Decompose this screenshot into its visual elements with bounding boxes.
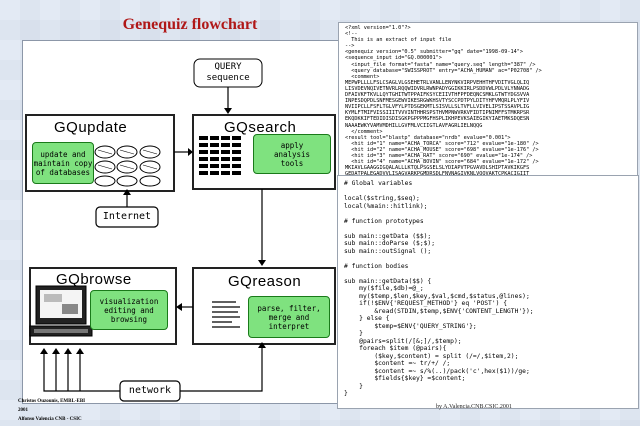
reason-browse-arrowhead bbox=[176, 303, 182, 311]
internet-label: Internet bbox=[102, 211, 152, 222]
gqreason-title: GQreason bbox=[228, 273, 302, 290]
credit-line-3: Alfonso Valencia CNB - CSIC bbox=[18, 417, 82, 422]
computer-monitor-icon bbox=[29, 285, 93, 337]
document-lines-icon bbox=[212, 301, 240, 328]
search-reason-arrowhead bbox=[258, 260, 266, 266]
gqbrowse-action-box: visualization editing and browsing bbox=[90, 290, 168, 330]
xml-input-document: <?xml version="1.0"?> <!-- This is an ex… bbox=[338, 22, 638, 177]
network-label: network bbox=[128, 385, 172, 396]
credit-line-2: 2001 bbox=[18, 408, 28, 413]
credit-line-1: Christos Ouzounis, EMBL-EBI bbox=[18, 399, 86, 404]
byline: by A.Valencia.CNB.CSIC.2001 bbox=[436, 404, 512, 410]
search-results-icon bbox=[199, 136, 241, 175]
gqsearch-title: GQsearch bbox=[224, 119, 297, 136]
query-arrowhead bbox=[224, 108, 232, 114]
database-cylinders-icon bbox=[94, 145, 161, 187]
perl-code-text: # Global variables local($string,$seq); … bbox=[344, 180, 534, 397]
query-sequence-label: QUERY sequence bbox=[206, 62, 250, 83]
xml-code-text: <?xml version="1.0"?> <!-- This is an ex… bbox=[345, 25, 542, 176]
update-search-arrowhead bbox=[188, 148, 193, 156]
network-fanout bbox=[43, 352, 120, 392]
gqupdate-action-box: update and maintain copy of databases bbox=[32, 142, 94, 184]
gqsearch-action-box: apply analysis tools bbox=[253, 134, 331, 174]
network-arrowhead bbox=[258, 342, 266, 348]
perl-code-document: # Global variables local($string,$seq); … bbox=[337, 175, 639, 409]
gqupdate-title: GQupdate bbox=[54, 119, 128, 136]
network-line bbox=[180, 344, 263, 392]
gqbrowse-title: GQbrowse bbox=[56, 271, 132, 288]
slide-title: Genequiz flowchart bbox=[122, 16, 258, 33]
gqreason-action-box: parse, filter, merge and interpret bbox=[248, 296, 330, 338]
internet-arrowhead bbox=[123, 189, 131, 195]
